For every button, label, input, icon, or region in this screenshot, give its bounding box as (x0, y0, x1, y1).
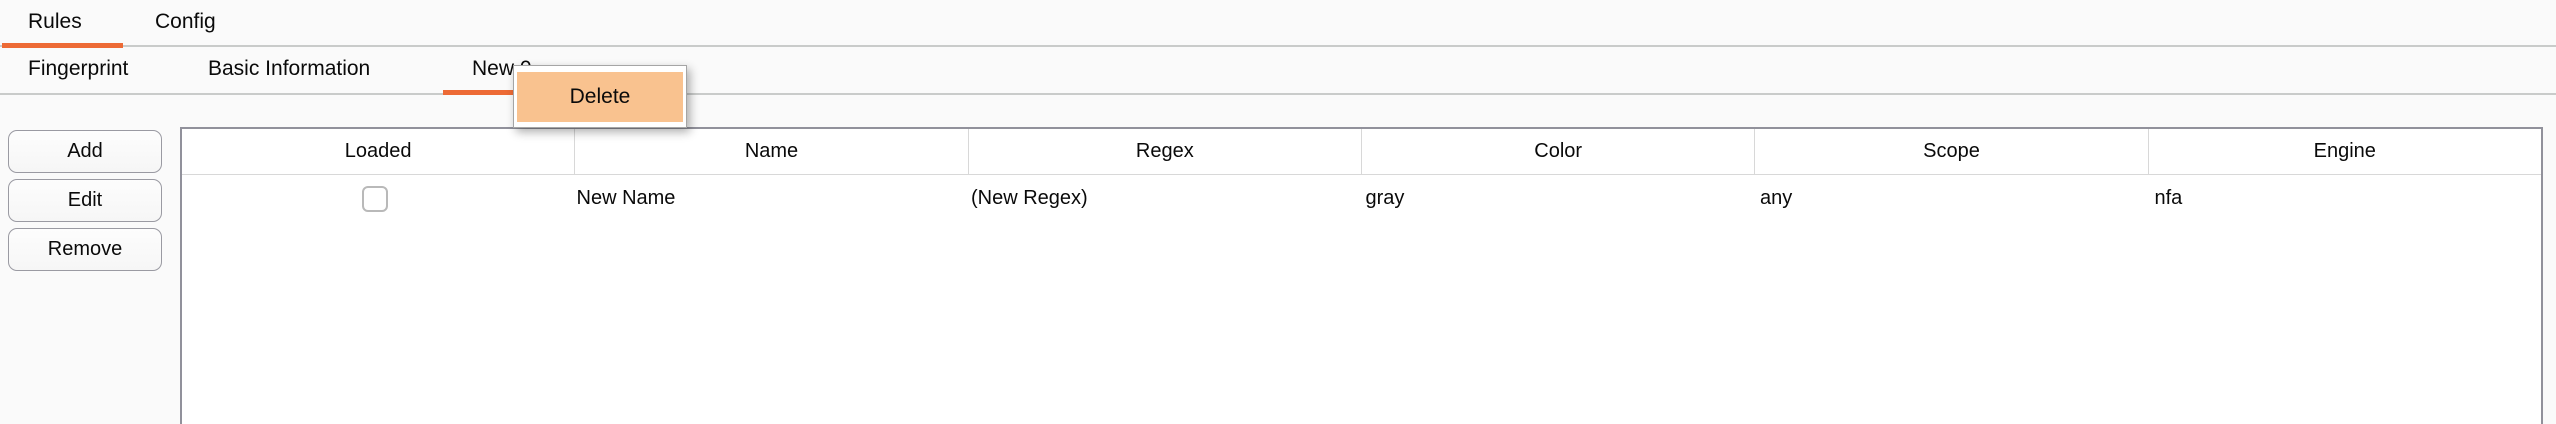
color-cell[interactable]: gray (1365, 187, 1405, 209)
rules-table: Loaded Name Regex Color Scope Engine New… (180, 127, 2543, 424)
engine-cell[interactable]: nfa (2154, 187, 2183, 209)
column-header-scope[interactable]: Scope (1755, 129, 2149, 174)
loaded-checkbox[interactable] (362, 185, 389, 212)
regex-cell[interactable]: (New Regex) (971, 187, 1088, 209)
primary-tabbar-divider (0, 45, 2556, 47)
column-header-loaded[interactable]: Loaded (182, 129, 576, 174)
menu-item-delete[interactable]: Delete (517, 72, 683, 122)
column-header-color[interactable]: Color (1362, 129, 1756, 174)
tab-basic-information[interactable]: Basic Information (208, 57, 371, 80)
edit-button[interactable]: Edit (8, 179, 162, 222)
tab-config[interactable]: Config (155, 10, 216, 33)
table-header-row: Loaded Name Regex Color Scope Engine (182, 129, 2541, 175)
column-header-regex[interactable]: Regex (969, 129, 1362, 174)
name-cell[interactable]: New Name (576, 187, 676, 209)
remove-button[interactable]: Remove (8, 228, 162, 271)
loaded-cell (182, 185, 569, 212)
column-header-engine[interactable]: Engine (2313, 140, 2376, 162)
table-row[interactable]: New Name (New Regex) gray any nfa (182, 175, 2541, 222)
selected-tab-underline (2, 43, 123, 48)
column-header-name[interactable]: Name (575, 129, 969, 174)
scope-cell[interactable]: any (1760, 187, 1793, 209)
tab-context-menu: Delete (513, 65, 687, 128)
secondary-tabbar-divider (0, 93, 2556, 95)
tab-rules[interactable]: Rules (28, 10, 82, 33)
add-button[interactable]: Add (8, 130, 162, 173)
tab-fingerprint[interactable]: Fingerprint (28, 57, 129, 80)
selected-subtab-underline (443, 90, 571, 95)
